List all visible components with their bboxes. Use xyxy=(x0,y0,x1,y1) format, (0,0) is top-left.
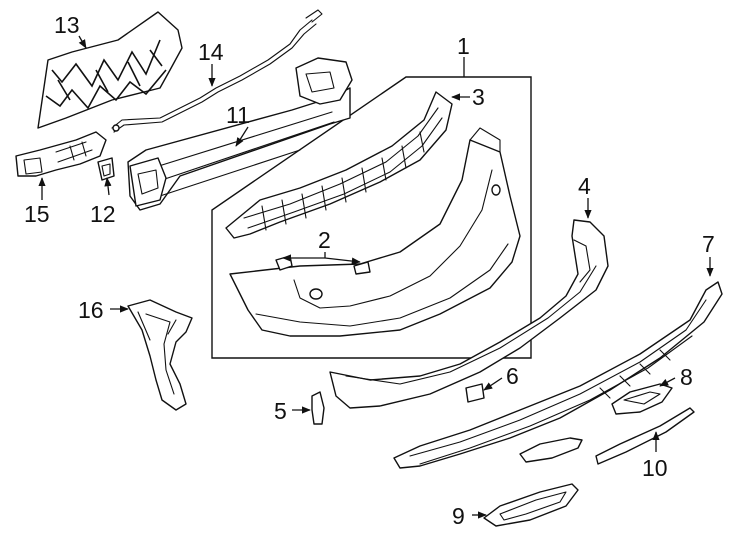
callout-12: 12 xyxy=(90,201,116,227)
tailpipe-trim-part xyxy=(483,483,579,527)
callout-11: 11 xyxy=(226,102,250,128)
trim-strip-part xyxy=(595,407,695,465)
callout-6: 6 xyxy=(506,363,519,389)
wiring-harness-part xyxy=(111,9,323,133)
callout-1: 1 xyxy=(457,33,470,59)
reflector-part xyxy=(611,383,673,415)
lower-cover-part xyxy=(329,219,609,409)
insert-part xyxy=(519,437,583,463)
heat-shield-part xyxy=(37,11,183,129)
energy-absorber-part xyxy=(225,91,453,239)
callout-15: 15 xyxy=(24,201,50,227)
callout-5: 5 xyxy=(274,398,287,424)
side-bracket-part xyxy=(127,299,193,411)
callout-14: 14 xyxy=(198,39,224,65)
callout-10: 10 xyxy=(642,455,668,481)
mounting-bracket-part xyxy=(15,131,107,177)
callout-13: 13 xyxy=(54,12,80,38)
callout-4: 4 xyxy=(578,173,591,199)
assembly-box-frame xyxy=(211,76,532,359)
plate-part xyxy=(465,383,485,403)
callout-8: 8 xyxy=(680,364,693,390)
small-clip-part xyxy=(311,391,325,425)
callout-9: 9 xyxy=(452,503,465,529)
reinforcement-beam-part xyxy=(127,57,353,211)
bumper-cover-part xyxy=(229,127,521,337)
callout-7: 7 xyxy=(702,231,715,257)
small-bracket-part xyxy=(97,157,115,181)
leader-lines xyxy=(38,35,714,519)
callout-2: 2 xyxy=(318,227,331,253)
diffuser-part xyxy=(393,281,723,469)
callout-3: 3 xyxy=(472,84,485,110)
callout-16: 16 xyxy=(78,297,104,323)
